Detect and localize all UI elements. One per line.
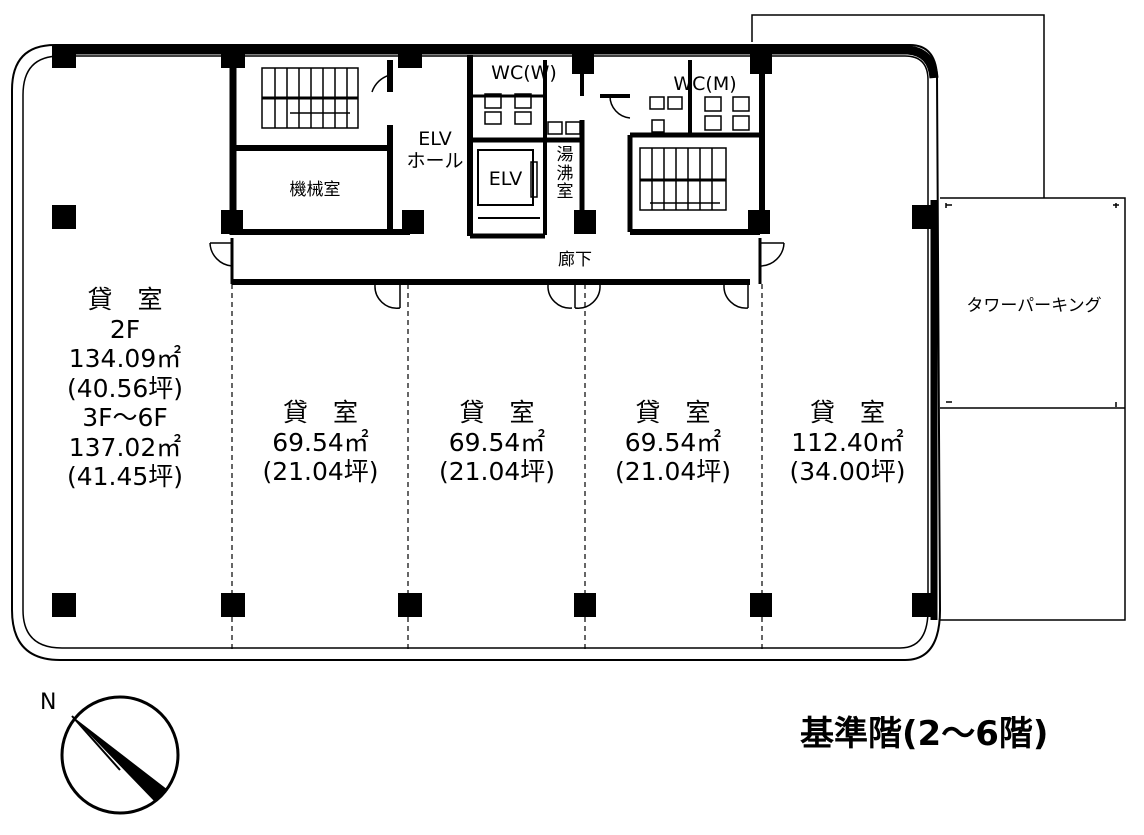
column xyxy=(574,210,596,234)
area-tsubo: (21.04坪) xyxy=(262,457,379,486)
floor-title: 基準階(2〜6階) xyxy=(800,714,1049,754)
area-sqm: 69.54㎡ xyxy=(624,427,722,457)
area-sqm: 137.02㎡ xyxy=(68,432,182,462)
floor-label: 3F〜6F xyxy=(82,403,168,432)
exterior-wall xyxy=(52,45,939,79)
room-2-label: 貸 室 69.54㎡ (21.04坪) xyxy=(238,398,403,487)
core-walls xyxy=(229,55,765,239)
stair-right xyxy=(639,147,727,211)
area-tsubo: (21.04坪) xyxy=(614,457,732,486)
corridor-label: 廊下 xyxy=(558,250,592,270)
room-5-label: 貸 室 112.40㎡ (34.00坪) xyxy=(765,398,930,487)
kitchen-char: 湯 xyxy=(556,145,574,165)
room-name: 貸 室 xyxy=(282,398,358,427)
elevator-shaft xyxy=(477,149,540,219)
area-tsubo: (40.56坪) xyxy=(66,373,184,403)
tower-parking-label: タワーパーキング xyxy=(966,296,1102,316)
area-tsubo: (34.00坪) xyxy=(789,457,906,486)
elv-hall-line2: ホール xyxy=(406,150,464,173)
elv-hall-line1: ELV xyxy=(418,128,452,150)
stair-left xyxy=(261,67,359,129)
elv-hall-label: ELV ホール xyxy=(400,128,470,173)
column xyxy=(750,593,772,617)
machine-room-label: 機械室 xyxy=(289,180,341,200)
column xyxy=(52,205,76,229)
columns xyxy=(52,46,936,617)
column xyxy=(574,593,596,617)
column xyxy=(402,210,424,234)
kitchen-label: 湯 沸 室 xyxy=(550,146,580,202)
room-name: 貸 室 xyxy=(87,285,163,314)
area-sqm: 134.09㎡ xyxy=(68,344,182,373)
floor-label: 2F xyxy=(109,314,141,344)
column xyxy=(398,593,422,617)
area-tsubo: (41.45坪) xyxy=(66,462,184,491)
column xyxy=(52,593,76,617)
kitchen-char: 沸 xyxy=(556,163,574,184)
room-4-label: 貸 室 69.54㎡ (21.04坪) xyxy=(588,398,758,487)
room-name: 貸 室 xyxy=(809,398,885,427)
room-3-label: 貸 室 69.54㎡ (21.04坪) xyxy=(412,398,582,487)
room-left-label: 貸 室 2F 134.09㎡ (40.56坪) 3F〜6F 137.02㎡ (4… xyxy=(40,285,210,492)
area-sqm: 69.54㎡ xyxy=(272,427,369,457)
compass-icon xyxy=(60,695,180,815)
tower-parking-structure xyxy=(751,14,1126,621)
column xyxy=(912,593,936,617)
room-name: 貸 室 xyxy=(635,398,711,427)
column xyxy=(912,205,936,229)
toilet-fixtures xyxy=(484,93,750,135)
corridor xyxy=(209,74,785,309)
area-sqm: 112.40㎡ xyxy=(791,427,904,457)
column xyxy=(398,46,422,68)
north-label: N xyxy=(40,690,57,715)
building-inner-outline xyxy=(22,55,929,649)
elevator-label: ELV xyxy=(488,168,523,190)
tenant-partitions xyxy=(231,284,763,650)
area-tsubo: (21.04坪) xyxy=(438,457,556,486)
wc-women-label: WC(W) xyxy=(491,62,557,84)
wc-men-label: WC(M) xyxy=(673,73,737,95)
column xyxy=(52,46,76,68)
column xyxy=(221,593,245,617)
kitchen-char: 室 xyxy=(556,182,574,203)
area-sqm: 69.54㎡ xyxy=(448,427,546,457)
room-name: 貸 室 xyxy=(459,398,535,427)
